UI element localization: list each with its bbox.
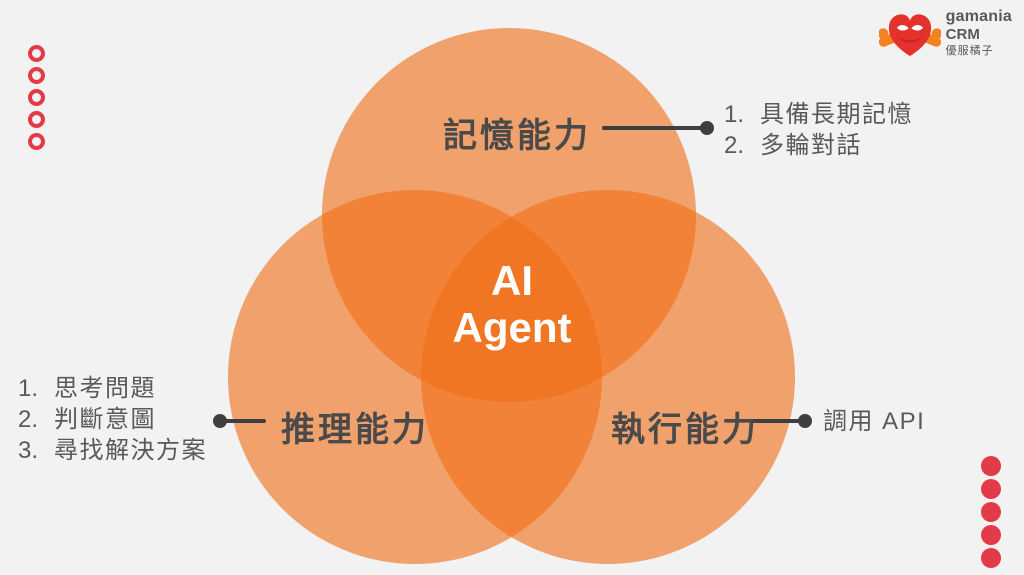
ring-decoration [28,133,45,150]
annotation-item: 1. 思考問題 [18,373,207,404]
center-label-ai-agent: AI Agent [453,257,572,351]
annotation-item: 1. 具備長期記憶 [724,99,913,130]
memory-connector-dot [700,121,714,135]
annotation-item: 2. 判斷意圖 [18,404,207,435]
ring-decoration [28,89,45,106]
execution-annotation-list: 調用 API [823,406,925,437]
dot-decoration [981,525,1001,545]
annotation-item-number: 3. [18,437,39,464]
annotation-item-number: 2. [724,132,745,159]
annotation-item-text: 具備長期記憶 [760,101,913,128]
memory-connector-line [602,126,705,130]
heart-muscle-icon [877,11,942,64]
annotation-item: 調用 API [823,406,925,437]
annotation-item-number: 2. [18,406,39,433]
annotation-item-number: 1. [18,375,39,402]
dot-decoration [981,502,1001,522]
annotation-item-text: 多輪對話 [760,132,862,159]
annotation-item-text: 判斷意圖 [54,406,156,433]
brand-subtitle: 優服橘子 [945,45,994,57]
reasoning-annotation-list: 1. 思考問題 2. 判斷意圖 3. 尋找解決方案 [18,373,207,466]
reasoning-connector-line [224,419,266,423]
brand-product: CRM [945,26,980,43]
execution-connector-dot [798,414,812,428]
annotation-item-text: 尋找解決方案 [54,437,207,464]
dot-column [981,456,1001,571]
circle-label-reasoning: 推理能力 [281,411,429,449]
memory-annotation-list: 1. 具備長期記憶 2. 多輪對話 [724,99,913,161]
dot-decoration [981,548,1001,568]
dot-decoration [981,456,1001,476]
ring-decoration [28,67,45,84]
circle-label-memory: 記憶能力 [443,117,591,155]
annotation-item-text: 思考問題 [54,375,156,402]
brand-logo: gamania CRM 優服橘子 [877,8,1012,64]
ring-column [28,45,45,155]
ring-decoration [28,111,45,128]
annotation-item-text: 調用 API [823,408,926,435]
circle-label-execution: 執行能力 [611,411,759,449]
brand-name: gamania [945,8,1012,25]
center-label-line1: AI [491,257,533,304]
reasoning-connector-dot [213,414,227,428]
dot-decoration [981,479,1001,499]
venn-circle-execution [421,190,795,564]
ring-decoration [28,45,45,62]
annotation-item: 2. 多輪對話 [724,130,913,161]
annotation-item: 3. 尋找解決方案 [18,435,207,466]
center-label-line2: Agent [452,304,572,351]
execution-connector-line [752,419,800,423]
annotation-item-number: 1. [724,101,745,128]
